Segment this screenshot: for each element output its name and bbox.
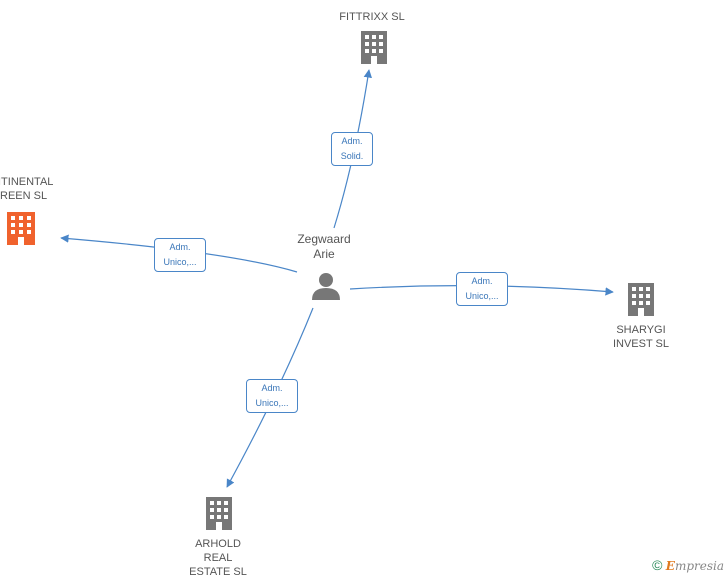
node-name-line3: ESTATE SL (189, 566, 247, 578)
person-icon[interactable] (312, 273, 340, 300)
edge-label-fittrixx[interactable]: Adm. Solid. (331, 132, 373, 166)
node-name-line1: ITINENTAL (0, 176, 54, 188)
edge-role-line2: Solid. (340, 151, 364, 161)
building-icon-sharygi[interactable] (628, 283, 654, 316)
edge-role-line1: Adm. (471, 276, 493, 286)
node-name-line2: INVEST SL (612, 338, 670, 350)
edge-role-line1: Adm. (341, 136, 363, 146)
node-name-line1: FITTRIXX SL (339, 11, 405, 23)
edge-role-line2: Unico,... (255, 398, 289, 408)
node-label-sharygi[interactable]: SHARYGI INVEST SL (591, 323, 691, 351)
edge-label-continental[interactable]: Adm. Unico,... (154, 238, 206, 272)
edge-role-line1: Adm. (169, 242, 191, 252)
node-name-line2: REEN SL (0, 190, 48, 202)
building-icon-continental[interactable] (7, 212, 35, 245)
node-name-line1: ARHOLD (195, 538, 241, 550)
edge-label-sharygi[interactable]: Adm. Unico,... (456, 272, 508, 306)
node-label-continental[interactable]: ITINENTAL REEN SL (0, 175, 62, 203)
copyright-icon: © (652, 557, 663, 573)
person-name-line2: Arie (313, 247, 335, 261)
edge-label-arhold[interactable]: Adm. Unico,... (246, 379, 298, 413)
node-name-line2: REAL (203, 552, 233, 564)
brand-initial: E (665, 559, 675, 573)
building-icon-fittrixx[interactable] (361, 31, 387, 64)
person-name-line1: Zegwaard (297, 232, 351, 246)
person-label[interactable]: Zegwaard Arie (284, 232, 364, 262)
brand-name: mpresia (674, 559, 724, 573)
edge-role-line2: Unico,... (163, 257, 197, 267)
edge-role-line1: Adm. (261, 383, 283, 393)
node-name-line1: SHARYGI (616, 324, 666, 336)
building-icon-arhold[interactable] (206, 497, 232, 530)
node-label-arhold[interactable]: ARHOLD REAL ESTATE SL (168, 537, 268, 579)
brand-watermark: © Empresia (652, 557, 724, 573)
node-label-fittrixx[interactable]: FITTRIXX SL (322, 10, 422, 24)
edge-role-line2: Unico,... (465, 291, 499, 301)
